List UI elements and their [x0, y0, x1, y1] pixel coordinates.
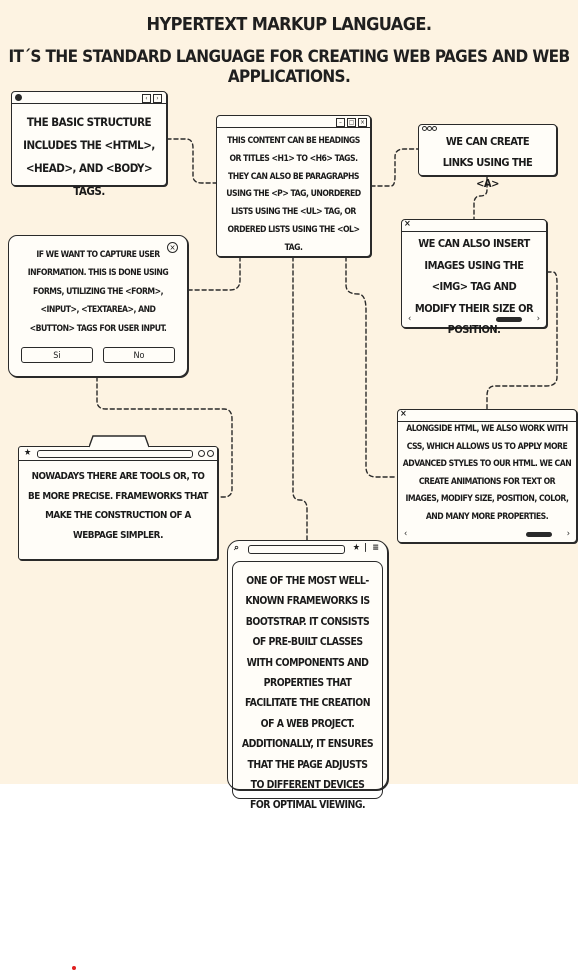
scroll-right-icon[interactable]: › — [536, 314, 540, 324]
connector-content-css — [345, 256, 398, 478]
scroll-left-icon[interactable]: ‹ — [404, 529, 408, 539]
css-window: × ALONGSIDE HTML, WE ALSO WORK WITH CSS,… — [397, 409, 577, 543]
images-window: × WE CAN ALSO INSERT IMAGES USING THE <I… — [401, 219, 547, 336]
browser-toolbar: ★ — [19, 447, 217, 461]
window-titlebar — [419, 125, 556, 133]
content-tags-window: – □ × THIS CONTENT CAN BE HEADINGS OR TI… — [216, 115, 371, 257]
content-text: THIS CONTENT CAN BE HEADINGS OR TITLES <… — [226, 136, 361, 253]
window-titlebar: ‹ › — [12, 92, 166, 104]
forward-arrow-icon[interactable]: › — [153, 94, 162, 103]
infographic-canvas: HYPERTEXT MARKUP LANGUAGE. IT´S THE STAN… — [0, 0, 578, 811]
close-icon[interactable]: × — [167, 242, 178, 253]
star-icon[interactable]: ★ — [24, 448, 32, 458]
bootstrap-text: ONE OF THE MOST WELL-KNOWN FRAMEWORKS IS… — [241, 575, 374, 812]
tools-browser-window: ★ NOWADAYS THERE ARE TOOLS OR, TO BE MOR… — [18, 435, 218, 560]
html-structure-window: ‹ › THE BASIC STRUCTURE INCLUDES THE <HT… — [11, 91, 167, 198]
search-icon[interactable]: ⌕ — [234, 543, 240, 553]
connector-forms-tools — [96, 376, 233, 498]
divider-icon: | — [364, 543, 367, 553]
menu-icon[interactable]: ≡ — [372, 543, 379, 553]
horizontal-scrollbar[interactable]: ‹ › — [404, 530, 570, 539]
phone-screen — [232, 561, 383, 799]
window-titlebar: × — [402, 220, 546, 232]
window-dot-icon — [198, 450, 205, 457]
window-dot-icon — [432, 126, 437, 131]
address-bar[interactable] — [248, 545, 345, 554]
bootstrap-phone-window: ⌕ ★ | ≡ ONE OF THE MOST WELL-KNOWN FRAME… — [227, 540, 388, 811]
page-title: HYPERTEXT MARKUP LANGUAGE. — [146, 14, 432, 35]
page-subtitle: IT´S THE STANDARD LANGUAGE FOR CREATING … — [8, 47, 570, 87]
scroll-right-icon[interactable]: › — [566, 529, 570, 539]
scroll-left-icon[interactable]: ‹ — [408, 314, 412, 324]
links-text: WE CAN CREATE LINKS USING THE <A> — [442, 135, 533, 190]
connector-images-css — [486, 271, 558, 411]
window-titlebar: – □ × — [217, 116, 370, 128]
window-dot-icon — [422, 126, 427, 131]
connector-content-links — [370, 148, 419, 187]
connector-content-forms — [187, 256, 241, 291]
window-dot-icon — [207, 450, 214, 457]
connector-links-images — [473, 175, 488, 223]
structure-text: THE BASIC STRUCTURE INCLUDES THE <HTML>,… — [23, 115, 155, 198]
browser-tab[interactable] — [89, 435, 149, 448]
scroll-thumb[interactable] — [496, 317, 522, 322]
address-bar[interactable] — [37, 450, 193, 458]
close-icon[interactable]: × — [404, 219, 411, 229]
phone-toolbar: ⌕ ★ | ≡ — [228, 541, 387, 555]
tools-text: NOWADAYS THERE ARE TOOLS OR, TO BE MORE … — [28, 471, 208, 541]
window-dot-icon — [427, 126, 432, 131]
back-arrow-icon[interactable]: ‹ — [142, 94, 151, 103]
no-button[interactable]: No — [103, 347, 175, 363]
connector-lines — [96, 138, 558, 541]
css-text: ALONGSIDE HTML, WE ALSO WORK WITH CSS, W… — [402, 424, 572, 522]
connector-content-bootstrap — [292, 256, 308, 541]
connector-structure-content — [166, 138, 217, 184]
links-window: WE CAN CREATE LINKS USING THE <A> — [418, 124, 557, 190]
close-icon[interactable]: × — [358, 118, 367, 127]
images-text: WE CAN ALSO INSERT IMAGES USING THE <IMG… — [414, 237, 534, 337]
scroll-thumb[interactable] — [526, 532, 552, 537]
yes-button[interactable]: Si — [21, 347, 93, 363]
close-icon[interactable]: × — [400, 409, 407, 419]
maximize-icon[interactable]: □ — [347, 118, 356, 127]
star-icon[interactable]: ★ — [352, 543, 360, 553]
forms-dialog: × IF WE WANT TO CAPTURE USER INFORMATION… — [8, 235, 188, 377]
horizontal-scrollbar[interactable]: ‹ › — [408, 315, 540, 324]
window-titlebar: × — [398, 410, 576, 422]
window-dot-icon — [15, 94, 22, 101]
minimize-icon[interactable]: – — [336, 118, 345, 127]
marker-dot — [72, 966, 76, 970]
forms-text: IF WE WANT TO CAPTURE USER INFORMATION. … — [27, 250, 169, 334]
